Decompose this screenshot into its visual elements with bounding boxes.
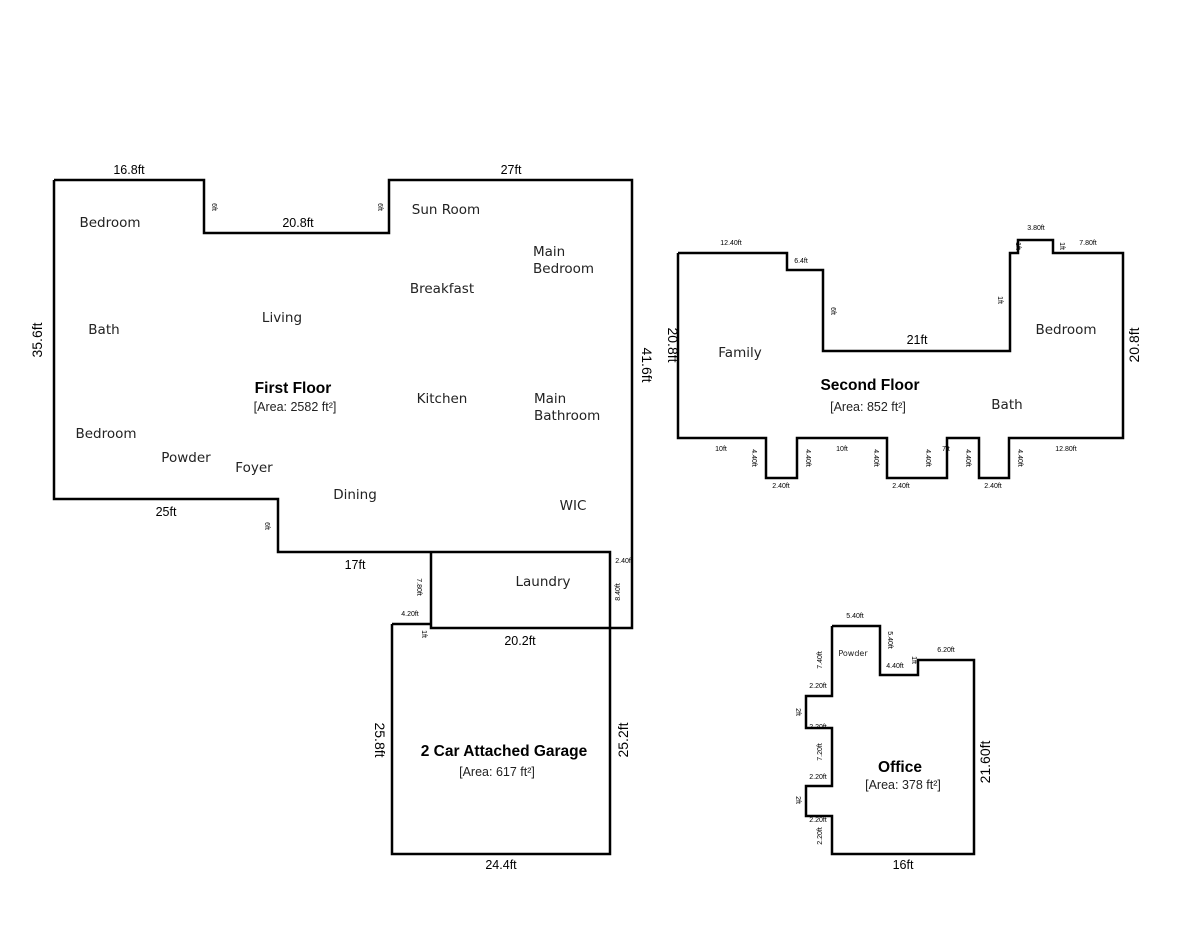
dim-first-laundry-depth: 8.40ft (615, 583, 622, 601)
room-kitchen: Kitchen (417, 391, 468, 407)
room-dining: Dining (333, 487, 377, 503)
room-sun-room: Sun Room (412, 202, 480, 218)
dim-office-notch-small: 1ft (910, 656, 917, 664)
first-floor-area: [Area: 2582 ft²] (254, 400, 337, 414)
dim-first-garage-small: 1ft (420, 630, 427, 638)
dim-office-bay1-top: 2.20ft (809, 683, 827, 690)
dim-second-bump-right: 1ft (1058, 242, 1065, 250)
dim-second-bump-left: 1ft (1014, 242, 1021, 250)
dim-office-bay2-bottom: 2.20ft (809, 817, 827, 824)
dim-office-bay1-bottom: 2.20ft (809, 724, 827, 731)
room-bedroom-2: Bedroom (75, 426, 136, 442)
dim-garage-bottom: 24.4ft (485, 858, 517, 872)
dim-office-bottom: 16ft (893, 858, 914, 872)
dim-office-left-mid: 7.20ft (817, 743, 824, 761)
dim-second-bump: 3.80ft (1027, 225, 1045, 232)
dim-first-notch-left: 6ft (210, 203, 217, 211)
dim-office-top: 5.40ft (846, 613, 864, 620)
dim-first-bottom-left: 25ft (156, 505, 177, 519)
room-second-bedroom: Bedroom (1035, 322, 1096, 338)
dim-first-top-right: 27ft (501, 163, 522, 177)
dim-office-bay1-depth: 2ft (794, 708, 801, 716)
dim-first-bottom-mid: 17ft (345, 558, 366, 572)
dim-first-garage-link: 7.80ft (415, 578, 422, 596)
dim-second-bay3-right: 4.40ft (1016, 449, 1023, 467)
dim-first-top-left: 16.8ft (113, 163, 145, 177)
second-floor-outline (676, 238, 1125, 480)
room-office-powder: Powder (838, 649, 868, 658)
dim-second-bay2-right: 4.40ft (924, 449, 931, 467)
dim-second-bay2-width: 2.40ft (892, 483, 910, 490)
dim-second-top-left: 12.40ft (720, 240, 741, 247)
dim-second-bottom-1: 10ft (715, 446, 727, 453)
second-floor-area: [Area: 852 ft²] (830, 400, 906, 414)
room-main-bedroom-line1: Main (533, 244, 565, 260)
dim-first-notch-width: 20.8ft (282, 216, 314, 230)
dim-first-notch-right: 6ft (376, 203, 383, 211)
dim-office-bay2-depth: 2ft (794, 796, 801, 804)
dim-second-left: 20.8ft (665, 327, 681, 362)
room-bath: Bath (88, 322, 119, 338)
first-floor-outline (52, 178, 634, 630)
dim-first-right: 41.6ft (639, 347, 655, 382)
dim-second-right: 20.8ft (1126, 327, 1142, 362)
room-living: Living (262, 310, 302, 326)
dim-first-left: 35.6ft (29, 322, 45, 357)
dim-second-bottom-3: 7ft (942, 446, 950, 453)
dim-garage-left: 25.8ft (372, 722, 388, 757)
room-powder: Powder (161, 450, 211, 466)
dim-office-top-right: 6.20ft (937, 647, 955, 654)
first-floor-title: First Floor (255, 380, 332, 397)
dim-second-bay1-width: 2.40ft (772, 483, 790, 490)
room-main-bathroom-line1: Main (534, 391, 566, 407)
dim-second-bay3-left: 4.40ft (964, 449, 971, 467)
second-floor-title: Second Floor (820, 377, 919, 394)
dim-office-left-top: 7.40ft (817, 651, 824, 669)
office-area: [Area: 378 ft²] (865, 778, 941, 792)
dim-first-step: 6ft (263, 522, 270, 530)
garage-title: 2 Car Attached Garage (421, 743, 588, 760)
dim-garage-top: 20.2ft (504, 634, 536, 648)
dim-first-laundry-offset: 2.40ft (615, 558, 633, 565)
room-wic: WIC (560, 498, 587, 514)
dim-office-left-bottom: 2.20ft (817, 827, 824, 845)
room-main-bathroom-line2: Bathroom (534, 408, 600, 424)
room-foyer: Foyer (235, 460, 273, 476)
dim-office-right: 21.60ft (977, 740, 993, 783)
first-floor: First Floor [Area: 2582 ft²] Bedroom Sun… (29, 163, 655, 638)
dim-second-bottom-2: 10ft (836, 446, 848, 453)
room-second-bath: Bath (991, 397, 1022, 413)
garage: 2 Car Attached Garage [Area: 617 ft²] 20… (372, 552, 631, 872)
dim-office-notch: 4.40ft (886, 663, 904, 670)
dim-second-bottom-4: 12.80ft (1055, 446, 1076, 453)
dim-second-top-right: 7.80ft (1079, 240, 1097, 247)
dim-second-bay3-width: 2.40ft (984, 483, 1002, 490)
room-bedroom-1: Bedroom (79, 215, 140, 231)
dim-second-notch-width: 21ft (907, 333, 928, 347)
dim-office-bay2-top: 2.20ft (809, 774, 827, 781)
room-breakfast: Breakfast (410, 281, 474, 297)
room-family: Family (718, 345, 761, 361)
dim-garage-right: 25.2ft (615, 722, 631, 757)
office: Office [Area: 378 ft²] Powder 5.40ft 5.4… (794, 613, 993, 872)
garage-area: [Area: 617 ft²] (459, 765, 535, 779)
room-main-bedroom-line2: Bedroom (533, 261, 594, 277)
garage-outline (390, 552, 612, 856)
second-floor: Second Floor [Area: 852 ft²] Family Bedr… (665, 225, 1142, 490)
office-outline (804, 624, 976, 856)
dim-second-bay1-left: 4.40ft (750, 449, 757, 467)
dim-second-inner: 1ft (996, 296, 1003, 304)
room-laundry: Laundry (515, 574, 570, 590)
dim-second-bay1-right: 4.40ft (804, 449, 811, 467)
dim-first-garage-offset: 4.20ft (401, 611, 419, 618)
dim-second-notch-depth: 6ft (829, 307, 836, 315)
dim-second-bay2-left: 4.40ft (872, 449, 879, 467)
dim-office-powder-depth: 5.40ft (886, 631, 893, 649)
dim-second-step: 6.4ft (794, 258, 808, 265)
office-title: Office (878, 759, 922, 776)
